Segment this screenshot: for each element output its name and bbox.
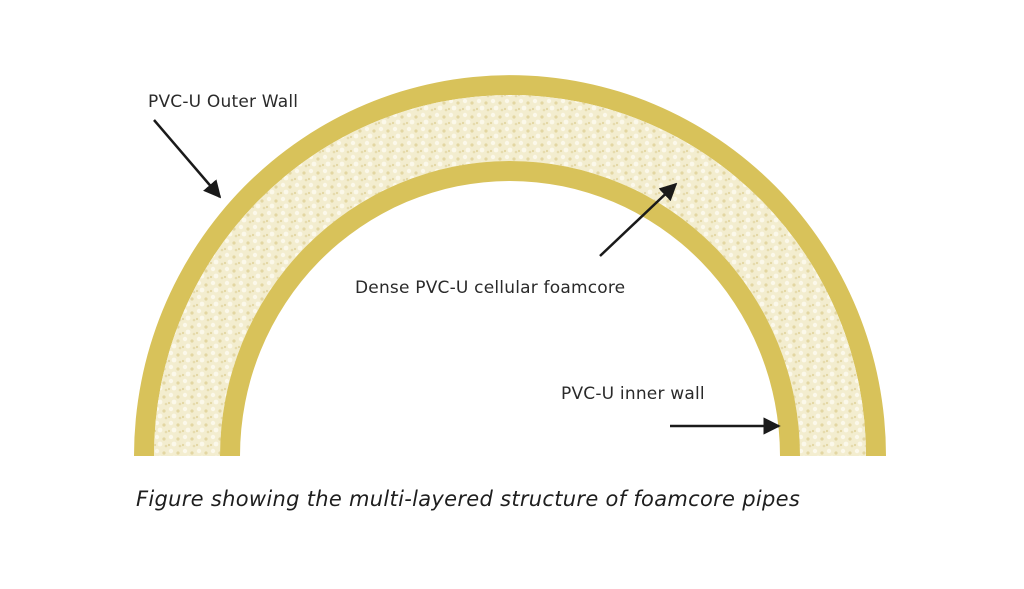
foam-core-arrow [599,182,678,257]
figure-caption: Figure showing the multi-layered structu… [136,487,801,511]
inner-wall-label: PVC-U inner wall [561,384,705,404]
outer-wall-label: PVC-U Outer Wall [148,92,299,112]
outer-wall-arrow [153,119,222,199]
foam-core-label: Dense PVC-U cellular foamcore [355,278,626,298]
foam-core-layer [154,95,866,456]
